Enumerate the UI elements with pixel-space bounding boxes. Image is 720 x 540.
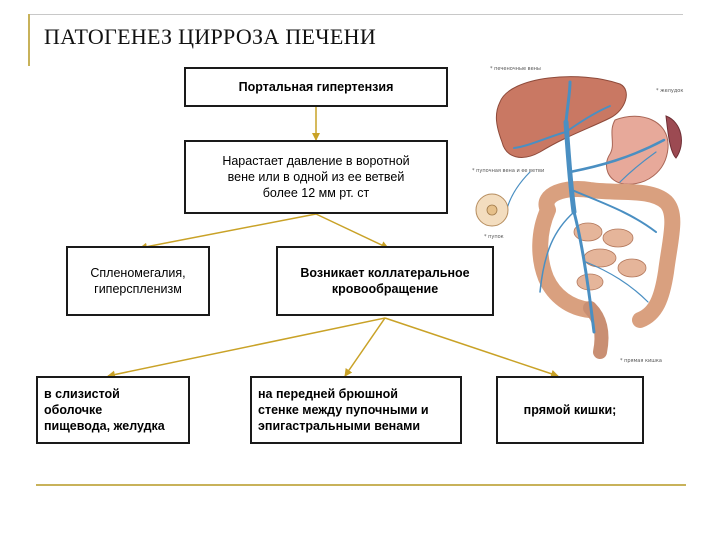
node-esophagus: в слизистой оболочке пищевода, желудка — [36, 376, 190, 444]
node-abdominal-wall: на передней брюшной стенке между пупочны… — [250, 376, 462, 444]
node-rectum: прямой кишки; — [496, 376, 644, 444]
navel-shape — [475, 193, 509, 227]
illustration-label-stomach: * желудок — [656, 88, 683, 94]
illustration-label-umbilical-vein: * пупочная вена и ее ветви — [472, 168, 544, 174]
node-splenomegaly: Спленомегалия, гиперспленизм — [66, 246, 210, 316]
frame-top-line — [28, 14, 683, 15]
illustration-label-rectum: * прямая кишка — [620, 358, 662, 364]
arrow-collateral-to-esophagus — [107, 317, 386, 379]
node-pressure-increase-label: Нарастает давление в воротной вене или в… — [222, 154, 410, 200]
stomach-shape — [606, 115, 669, 185]
frame-left-accent — [28, 14, 30, 66]
node-portal-hypertension: Портальная гипертензия — [184, 67, 448, 107]
portal-system-illustration: * печеночные вены * желудок * пупочная в… — [472, 66, 683, 364]
arrow-collateral-to-abdominal — [344, 317, 386, 377]
node-abdominal-wall-label: на передней брюшной стенке между пупочны… — [258, 387, 429, 433]
node-rectum-label: прямой кишки; — [523, 403, 617, 417]
liver-shape — [495, 76, 627, 158]
node-collateral: Возникает коллатеральное кровообращение — [276, 246, 494, 316]
arrow-pressure-to-splenomegaly — [139, 213, 317, 251]
illustration-label-hepatic-veins: * печеночные вены — [490, 66, 541, 72]
node-portal-hypertension-label: Портальная гипертензия — [238, 80, 394, 94]
node-splenomegaly-label: Спленомегалия, гиперспленизм — [90, 266, 186, 296]
node-collateral-label: Возникает коллатеральное кровообращение — [300, 266, 470, 296]
spleen-shape — [665, 115, 682, 159]
node-pressure-increase: Нарастает давление в воротной вене или в… — [184, 140, 448, 214]
frame-bottom-line — [36, 484, 686, 486]
arrow-collateral-to-rectum — [384, 317, 559, 378]
slide-title: ПАТОГЕНЕЗ ЦИРРОЗА ПЕЧЕНИ — [44, 24, 377, 49]
illustration-label-navel: * пупок — [484, 234, 504, 240]
node-esophagus-label: в слизистой оболочке пищевода, желудка — [44, 387, 165, 433]
arrow-pressure-to-collateral — [315, 213, 389, 249]
